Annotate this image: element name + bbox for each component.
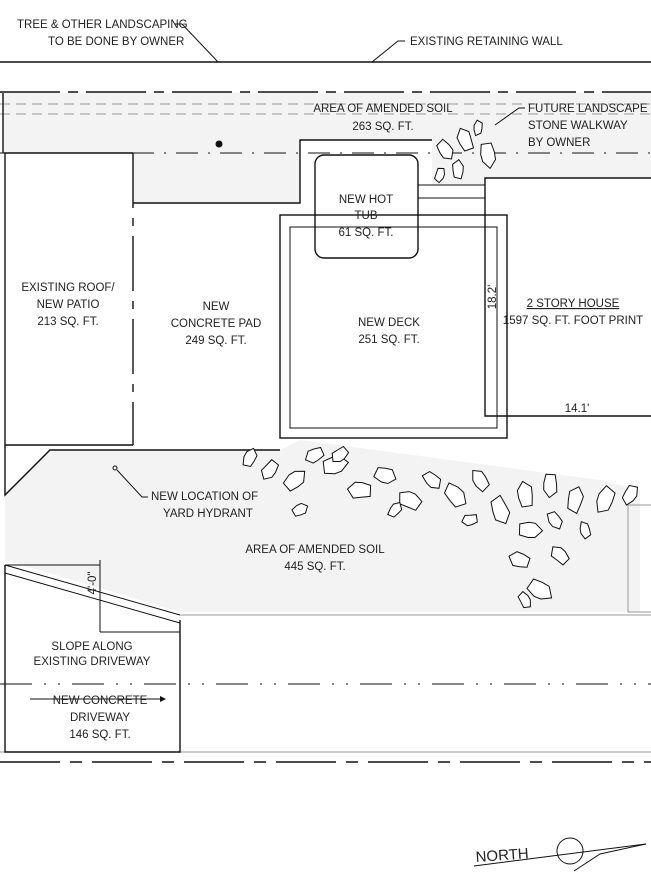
- stone: [291, 502, 309, 517]
- soil-boundary: [2, 93, 432, 204]
- stone: [517, 590, 531, 609]
- stone: [480, 142, 497, 170]
- house-area: 1597 SQ. FT. FOOT PRINT: [503, 315, 643, 327]
- stone: [546, 511, 563, 530]
- driveway-label: NEW CONCRETE: [53, 695, 148, 707]
- hot-tub: [314, 154, 419, 259]
- stone: [421, 471, 442, 489]
- stone: [304, 446, 325, 464]
- pad-area: 249 SQ. FT.: [185, 335, 246, 347]
- stone: [579, 521, 592, 540]
- stone: [518, 521, 544, 538]
- walkway-label: BY OWNER: [528, 137, 590, 149]
- existing-roof-outline: [4, 152, 133, 446]
- hydrant-label: YARD HYDRANT: [163, 508, 253, 520]
- soil-top-label: AREA OF AMENDED SOIL: [313, 103, 453, 115]
- hot-tub-label: NEW HOT: [339, 194, 393, 206]
- stone: [508, 551, 531, 568]
- stone: [516, 480, 533, 508]
- pad-label: NEW: [203, 301, 230, 313]
- soil-top-area: 263 SQ. FT.: [352, 121, 413, 133]
- north-arrow-point: [573, 843, 647, 872]
- stone: [472, 469, 490, 493]
- north-arrow: NORTH: [473, 837, 647, 872]
- stone: [567, 486, 584, 515]
- tree-marker: [215, 140, 223, 148]
- hot-tub-label: TUB: [355, 210, 378, 222]
- north-arrow-line: [473, 843, 647, 867]
- house-height-dimension: 18.2': [487, 285, 499, 310]
- walkway-leader: [494, 107, 525, 126]
- stone: [399, 491, 423, 511]
- stone: [461, 514, 478, 527]
- amended-soil-top: [3, 93, 651, 203]
- soil-bottom-area: 445 SQ. FT.: [284, 561, 345, 573]
- stone: [242, 447, 258, 468]
- stone: [260, 458, 280, 480]
- slope-dimension: [5, 560, 180, 633]
- stone: [473, 119, 483, 137]
- stone: [387, 501, 403, 518]
- stone: [526, 578, 553, 600]
- stone: [436, 138, 454, 160]
- stone: [373, 467, 397, 485]
- new-deck-outer: [279, 214, 508, 439]
- deck-label: NEW DECK: [358, 317, 420, 329]
- yard-hydrant-marker: [112, 465, 118, 471]
- tree-note: TO BE DONE BY OWNER: [48, 36, 184, 48]
- stone: [331, 445, 350, 462]
- stone: [596, 485, 616, 513]
- stone: [543, 473, 558, 499]
- stone: [433, 167, 446, 184]
- house-width-dimension: 14.1': [565, 403, 590, 415]
- new-deck-inner: [289, 226, 498, 429]
- roof-area: 213 SQ. FT.: [37, 316, 98, 328]
- stone: [621, 484, 639, 506]
- driveway-label: DRIVEWAY: [70, 712, 130, 724]
- walkway-label: STONE WALKWAY: [528, 120, 628, 132]
- retaining-wall-label: EXISTING RETAINING WALL: [410, 36, 563, 48]
- lower-soil-boundary: [4, 445, 280, 497]
- walkway-label: FUTURE LANDSCAPE: [528, 103, 648, 115]
- roof-label: NEW PATIO: [37, 299, 100, 311]
- retaining-wall-leader: [371, 40, 405, 63]
- slope-dimension-label: 4'-0": [87, 572, 99, 595]
- driveway-area: 146 SQ. FT.: [69, 729, 130, 741]
- deck-area: 251 SQ. FT.: [358, 334, 419, 346]
- hot-tub-area: 61 SQ. FT.: [339, 227, 394, 239]
- stone: [452, 158, 464, 180]
- tree-note-leader: [175, 23, 219, 63]
- soil-bottom-label: AREA OF AMENDED SOIL: [245, 544, 385, 556]
- stone: [346, 481, 372, 499]
- stone: [490, 494, 511, 525]
- slope-arrow-head: [160, 696, 166, 702]
- right-structure: [627, 504, 651, 613]
- stone: [550, 546, 570, 566]
- hydrant-label: NEW LOCATION OF: [151, 491, 258, 503]
- driveway-outline: [4, 565, 181, 753]
- stone: [443, 482, 467, 508]
- north-arrow-circle: [556, 837, 584, 865]
- stone: [282, 470, 306, 492]
- slope-label: EXISTING DRIVEWAY: [34, 656, 151, 668]
- house-outline: [484, 177, 651, 417]
- stone: [456, 127, 475, 152]
- tree-note: TREE & OTHER LANDSCAPING: [17, 19, 188, 31]
- deck-step: [417, 184, 486, 199]
- house-label: 2 STORY HOUSE: [527, 298, 620, 310]
- pad-label: CONCRETE PAD: [171, 318, 262, 330]
- slope-label: SLOPE ALONG: [51, 641, 132, 653]
- stone-walkway: [242, 119, 639, 609]
- roof-label: EXISTING ROOF/: [21, 282, 115, 294]
- slope-lines: [4, 564, 181, 624]
- hydrant-leader: [116, 469, 148, 498]
